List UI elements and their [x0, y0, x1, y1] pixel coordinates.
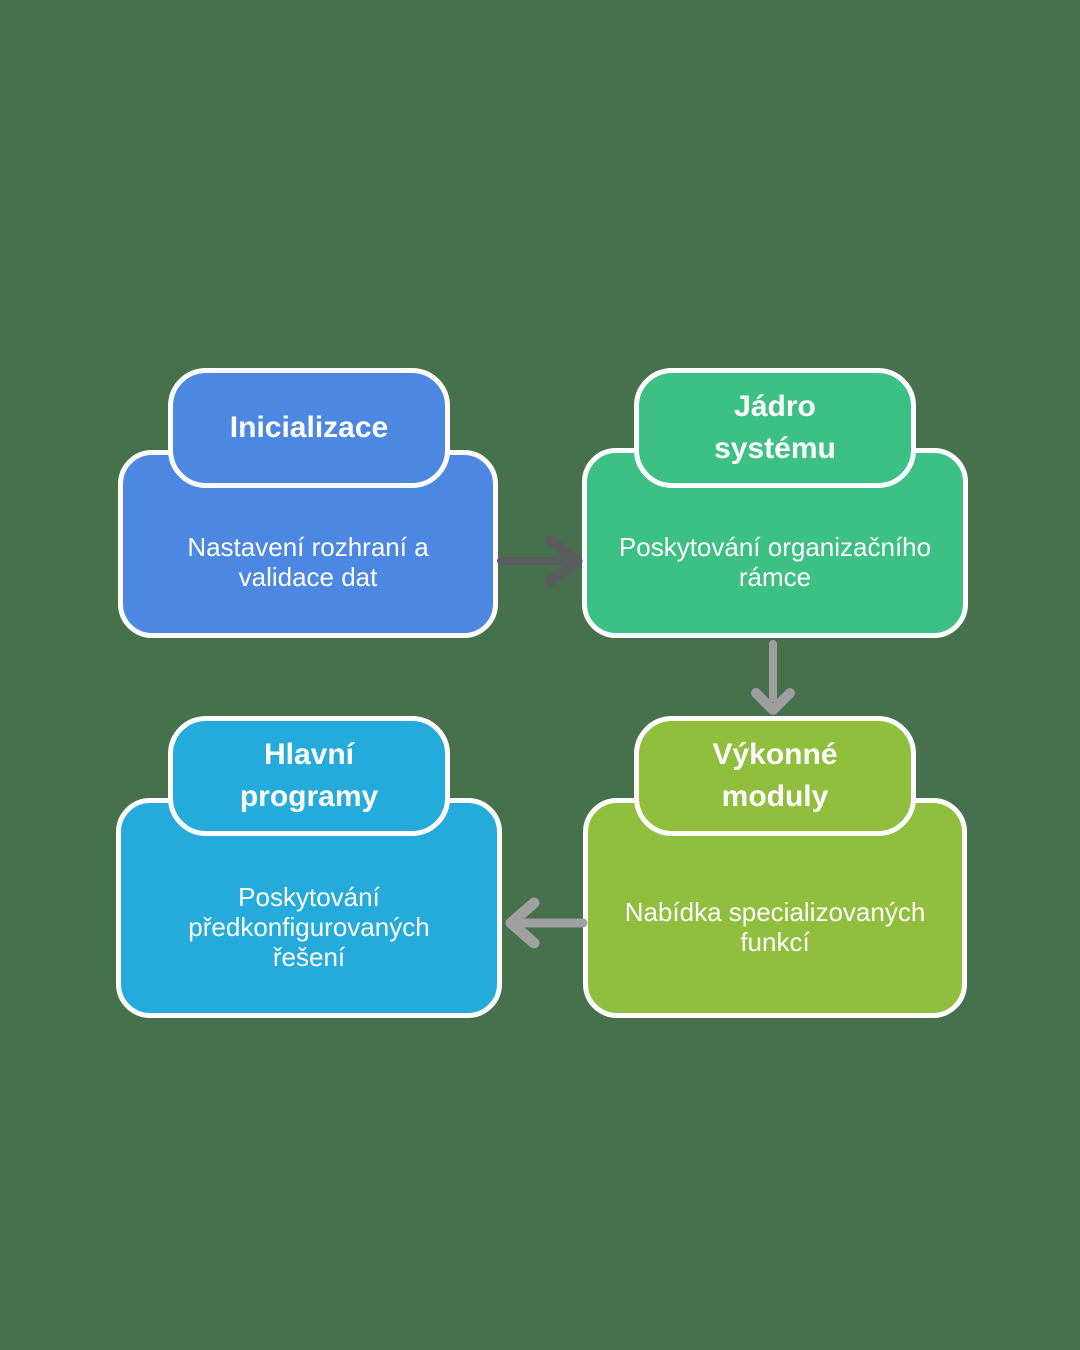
node-description: Poskytování předkonfigurovaných řešení — [188, 882, 430, 972]
node-title: Inicializace — [168, 368, 450, 488]
node-title: Výkonné moduly — [634, 716, 916, 836]
node-title: Hlavní programy — [168, 716, 450, 836]
arrow-inicializace-to-jadro-icon — [497, 535, 583, 587]
arrow-vykonne-to-hlavni-icon — [505, 897, 588, 949]
node-description: Nastavení rozhraní a validace dat — [187, 532, 429, 592]
node-description: Nabídka specializovaných funkcí — [624, 897, 926, 957]
arrow-jadro-to-vykonne-icon — [751, 640, 795, 715]
node-title: Jádro systému — [634, 368, 916, 488]
node-description: Poskytování organizačního rámce — [618, 532, 932, 592]
